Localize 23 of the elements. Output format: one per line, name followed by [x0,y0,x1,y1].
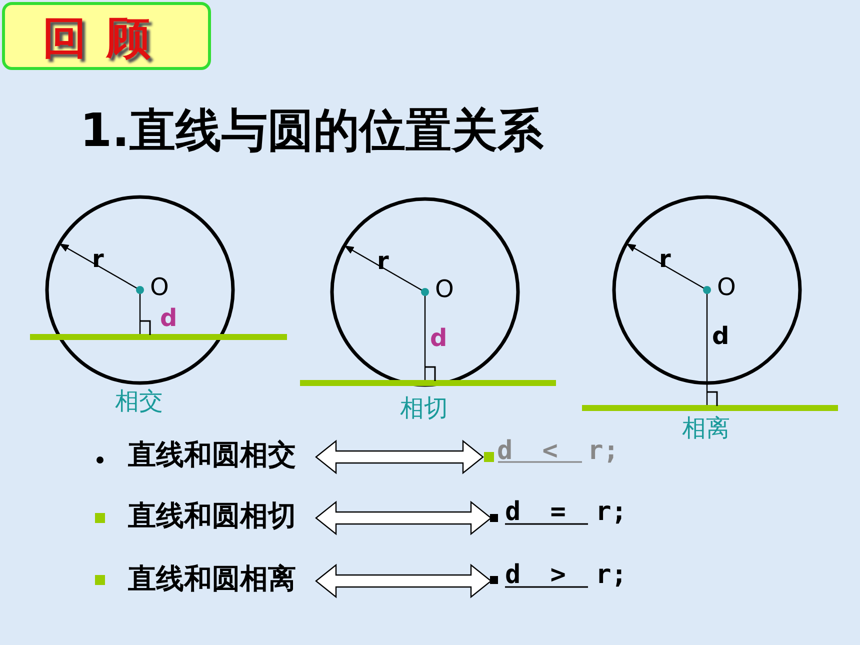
relation: d < r; [497,436,619,466]
relation: d = r; [505,497,627,527]
statement: 直线和圆相切 [128,497,296,535]
title: 1.直线与圆的位置关系 [80,102,544,159]
relation: d > r; [505,560,627,590]
center-label: O [717,273,736,301]
center-label: O [150,273,169,301]
radius-label: r [377,247,389,275]
distance-label: d [160,304,178,332]
double-arrow [315,564,492,598]
heading-badge: 回顾 [2,2,211,70]
radius-label: r [659,245,671,273]
statement: 直线和圆相离 [128,560,296,598]
distance-label: d [712,322,730,350]
double-arrow [315,440,484,474]
distance-label: d [430,324,448,352]
caption: 相切 [400,393,448,424]
caption: 相交 [115,386,163,417]
statement: 直线和圆相交 [128,436,296,474]
caption: 相离 [682,413,730,444]
radius-label: r [92,245,104,273]
center-label: O [435,275,454,303]
double-arrow [315,500,492,536]
